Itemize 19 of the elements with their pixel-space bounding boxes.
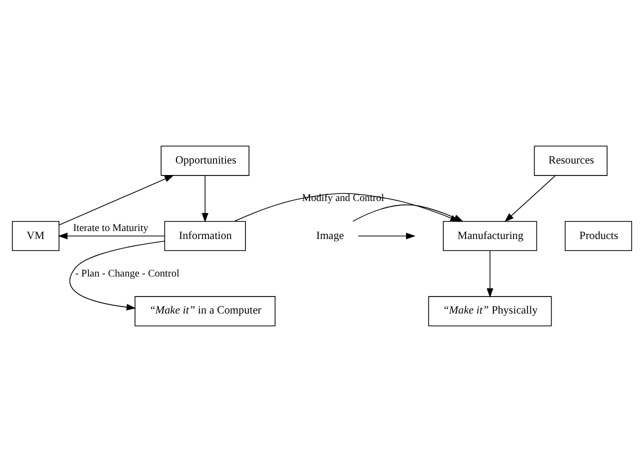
edge-label: Iterate to Maturity xyxy=(73,222,148,234)
edge-label: Modify and Control xyxy=(302,193,384,204)
node-box: Resources xyxy=(534,146,608,176)
node-box: “Make it” Physically xyxy=(428,296,552,326)
arrow xyxy=(504,175,556,222)
arrow xyxy=(358,232,416,240)
node-box: Opportunities xyxy=(160,146,250,176)
arrow xyxy=(58,232,165,240)
arrow xyxy=(486,250,494,298)
arrow xyxy=(58,175,174,226)
node-text: Image xyxy=(316,230,344,242)
node-box: Products xyxy=(564,220,632,252)
node-box: “Make it” in a Computer xyxy=(134,296,276,326)
node-box: Manufacturing xyxy=(442,220,538,252)
node-box: Information xyxy=(164,220,246,252)
arrow xyxy=(202,175,208,222)
edge-label: - Plan - Change - Control xyxy=(75,268,180,280)
node-box: VM xyxy=(12,220,60,252)
arrow xyxy=(70,240,165,310)
